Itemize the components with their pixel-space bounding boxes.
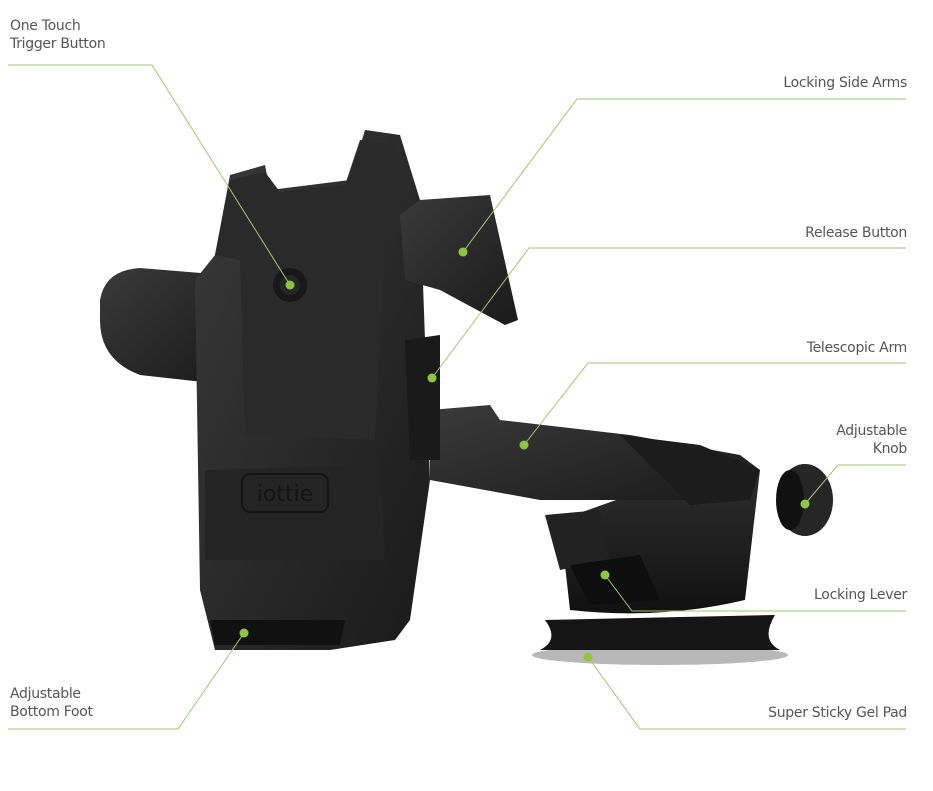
dot-knob	[800, 499, 810, 509]
label-release-button: Release Button	[805, 224, 907, 242]
label-line: Adjustable	[836, 423, 907, 439]
label-line: Release Button	[805, 225, 907, 241]
dot-release-button	[427, 373, 437, 383]
telescopic-arm-shape	[430, 405, 760, 505]
dot-side-arms	[458, 247, 468, 257]
iottie-logo: iottie	[257, 482, 313, 507]
label-line: Knob	[872, 441, 908, 457]
label-locking-lever: Locking Lever	[814, 586, 907, 604]
label-line: Trigger Button	[10, 36, 106, 52]
label-adjustable-bottom-foot: Adjustable Bottom Foot	[10, 685, 93, 721]
dot-trigger-button	[285, 280, 295, 290]
label-line: Bottom Foot	[10, 704, 93, 720]
suction-base	[532, 470, 788, 665]
label-adjustable-knob: Adjustable Knob	[836, 422, 907, 458]
right-side-arm-shape	[400, 195, 518, 325]
dot-telescopic-arm	[519, 440, 529, 450]
callout-dots	[239, 247, 810, 662]
label-telescopic-arm: Telescopic Arm	[806, 339, 908, 357]
label-one-touch-trigger-button: One Touch Trigger Button	[10, 17, 106, 53]
phone-holder-body: iottie	[195, 130, 430, 650]
label-super-sticky-gel-pad: Super Sticky Gel Pad	[768, 704, 907, 722]
callout-lines	[8, 64, 906, 730]
label-line: Super Sticky Gel Pad	[768, 705, 907, 721]
dot-locking-lever	[600, 570, 610, 580]
label-line: Adjustable	[10, 686, 81, 702]
label-line: Locking Side Arms	[783, 75, 907, 91]
dot-bottom-foot	[239, 628, 249, 638]
label-line: Telescopic Arm	[806, 340, 908, 356]
label-locking-side-arms: Locking Side Arms	[783, 74, 907, 92]
dot-gel-pad	[583, 652, 593, 662]
label-line: Locking Lever	[814, 587, 907, 603]
label-line: One Touch	[10, 18, 81, 34]
